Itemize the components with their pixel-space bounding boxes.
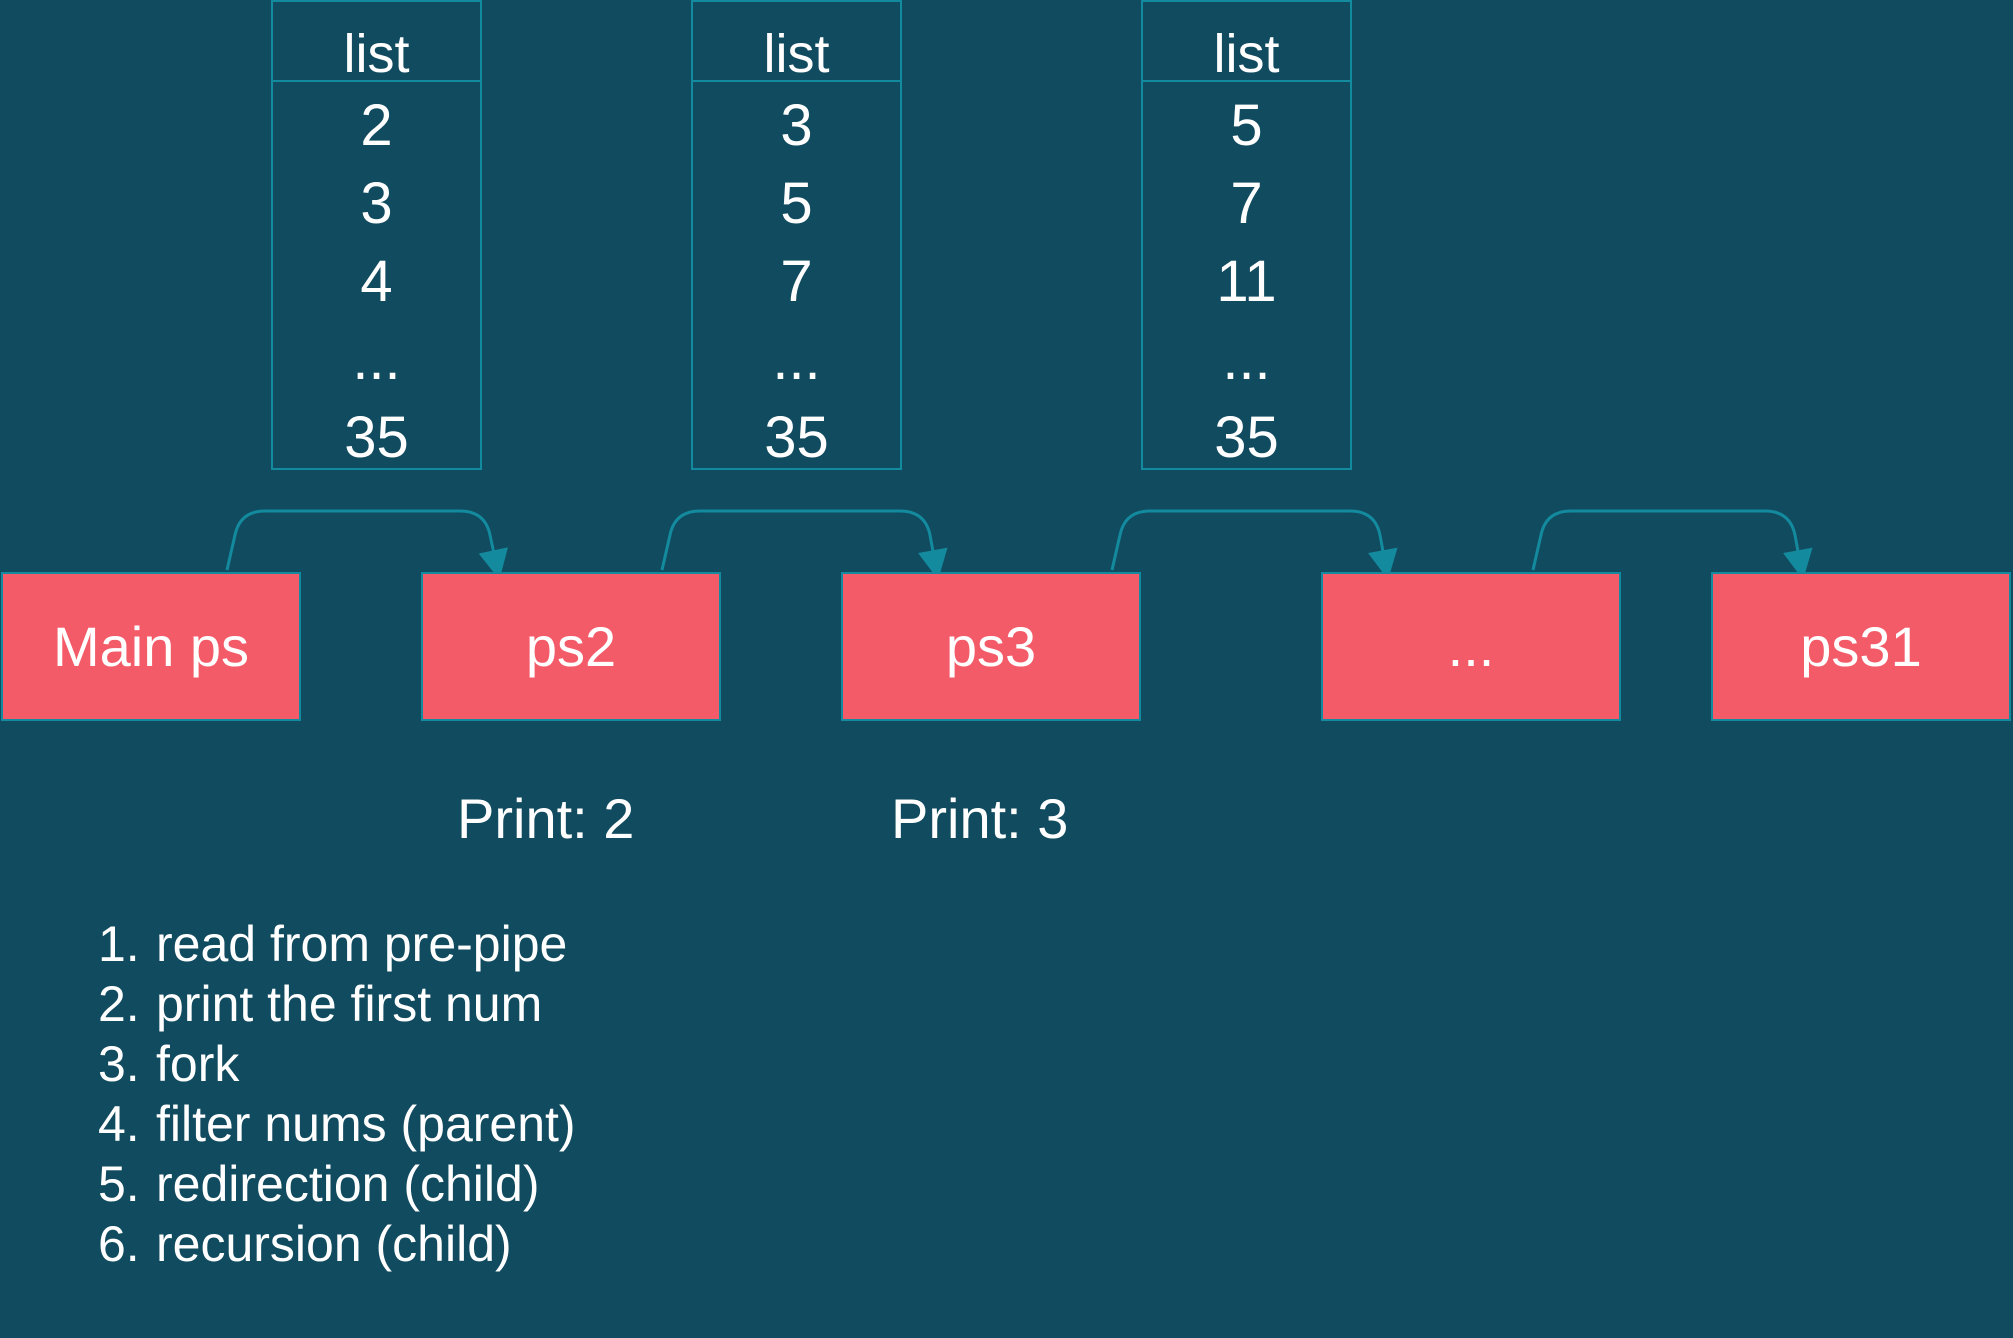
pipe-arrow-ps3-to-ellipsis xyxy=(1110,509,1398,580)
list-item: 7 xyxy=(1230,171,1263,236)
print-label-ps3: Print: 3 xyxy=(891,787,1069,850)
list-item: ... xyxy=(352,327,401,392)
list-item: 7 xyxy=(780,249,813,314)
step-number: 4. xyxy=(98,1096,140,1152)
step-item: 3. fork xyxy=(98,1034,576,1094)
step-number: 1. xyxy=(98,916,140,972)
list-item: 35 xyxy=(764,405,829,470)
step-number: 6. xyxy=(98,1216,140,1272)
list-item: 35 xyxy=(344,405,409,470)
process-label: Main ps xyxy=(52,615,250,678)
step-text: redirection (child) xyxy=(156,1156,540,1212)
list-table-ps3: list 3 5 7 ... 35 xyxy=(691,0,902,470)
list-item: 11 xyxy=(1216,249,1277,314)
list-item: ... xyxy=(1222,327,1271,392)
list-table-next: list 5 7 11 ... 35 xyxy=(1141,0,1352,470)
pipe-arrow-main-to-ps2 xyxy=(225,509,508,580)
list-item: 5 xyxy=(780,171,813,236)
step-number: 2. xyxy=(98,976,140,1032)
step-item: 1. read from pre-pipe xyxy=(98,914,576,974)
step-text: filter nums (parent) xyxy=(156,1096,576,1152)
step-text: print the first num xyxy=(156,976,543,1032)
list-item: 3 xyxy=(360,171,393,236)
step-text: fork xyxy=(156,1036,240,1092)
list-item: ... xyxy=(772,327,821,392)
process-box-ps2: ps2 xyxy=(421,572,721,721)
step-number: 3. xyxy=(98,1036,140,1092)
list-table-ps2: list 2 3 4 ... 35 xyxy=(271,0,482,470)
list-item: 3 xyxy=(780,93,813,158)
step-text: recursion (child) xyxy=(156,1216,512,1272)
list-header: list xyxy=(1143,2,1350,82)
process-label: ... xyxy=(1447,615,1495,678)
list-item: 5 xyxy=(1230,93,1263,158)
process-box-ps31: ps31 xyxy=(1711,572,2011,721)
step-number: 5. xyxy=(98,1156,140,1212)
list-item: 2 xyxy=(360,93,393,158)
process-label: ps31 xyxy=(1800,615,1922,678)
print-label-ps2: Print: 2 xyxy=(457,787,635,850)
process-label: ps2 xyxy=(525,615,617,678)
list-item: 4 xyxy=(360,249,393,314)
list-header: list xyxy=(693,2,900,82)
step-text: read from pre-pipe xyxy=(156,916,568,972)
process-label: ps3 xyxy=(945,615,1037,678)
process-box-ellipsis: ... xyxy=(1321,572,1621,721)
list-item: 35 xyxy=(1214,405,1279,470)
process-box-ps3: ps3 xyxy=(841,572,1141,721)
step-item: 2. print the first num xyxy=(98,974,576,1034)
step-item: 5. redirection (child) xyxy=(98,1154,576,1214)
list-header: list xyxy=(273,2,480,82)
steps-list: 1. read from pre-pipe 2. print the first… xyxy=(98,914,576,1274)
process-box-main: Main ps xyxy=(1,572,301,721)
pipe-arrow-ellipsis-to-ps31 xyxy=(1531,509,1813,580)
step-item: 6. recursion (child) xyxy=(98,1214,576,1274)
pipe-arrow-ps2-to-ps3 xyxy=(660,509,948,580)
step-item: 4. filter nums (parent) xyxy=(98,1094,576,1154)
